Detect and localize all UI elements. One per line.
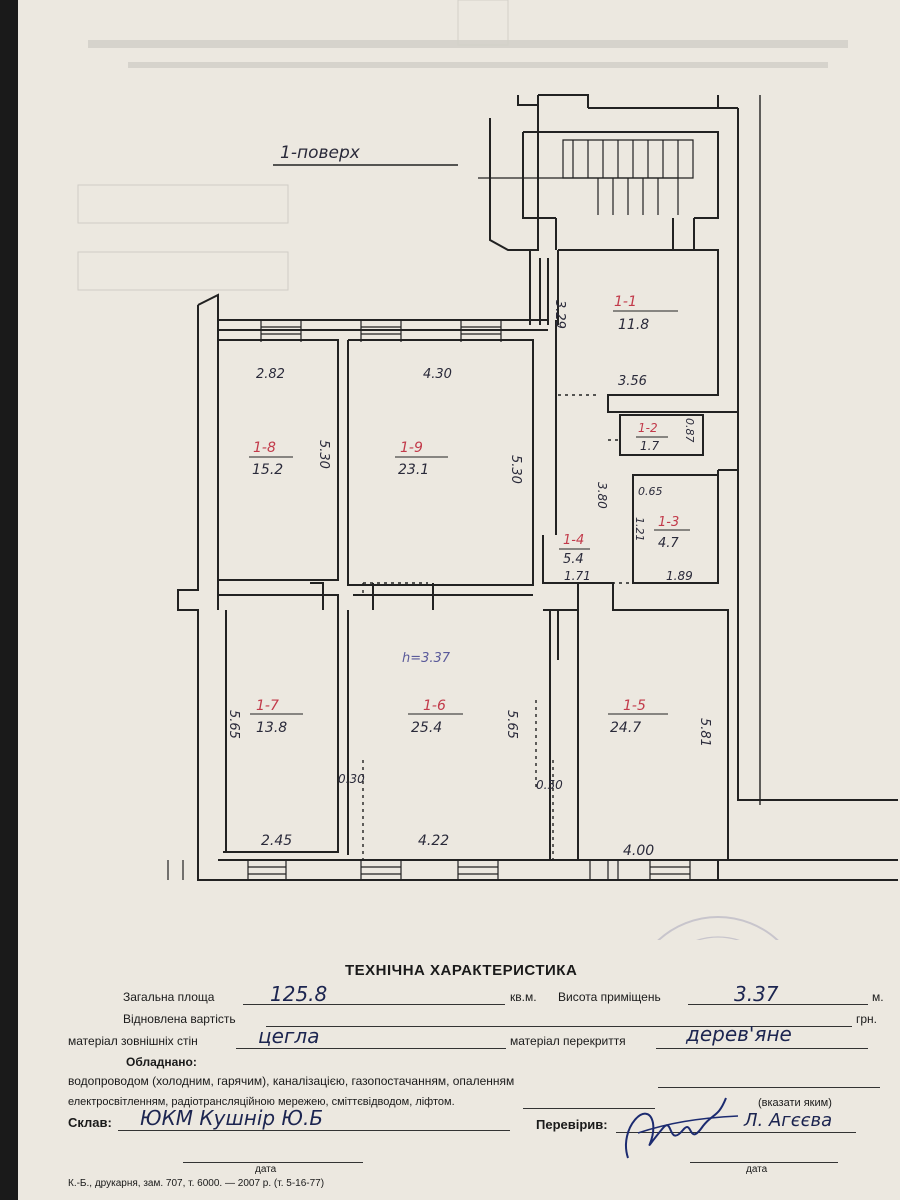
composed-date-label: дата (255, 1164, 277, 1175)
restored-value-line (266, 1026, 852, 1027)
total-area-line (243, 1004, 505, 1005)
stamp-seal (657, 916, 779, 940)
windows (167, 320, 691, 880)
checked-name: Л. Агєєва (744, 1110, 833, 1131)
dim: 4.22 (418, 833, 449, 849)
dim: 2.82 (256, 367, 285, 382)
dim: 0.30 (338, 772, 365, 786)
room-area: 13.8 (256, 720, 287, 736)
dim: 2.45 (261, 833, 292, 849)
checked-date-label: дата (746, 1164, 768, 1175)
dim: 0.50 (536, 778, 563, 792)
room-area: 11.8 (618, 317, 649, 333)
composed-label: Склав: (68, 1115, 112, 1130)
floor-plan: 1-поверх h=3.37 1-1 11.8 1-2 1.7 1-3 4.7… (77, 0, 898, 940)
equipped-line1-fill (658, 1087, 880, 1088)
room-area: 15.2 (252, 462, 283, 478)
total-area-value: 125.8 (270, 982, 328, 1006)
dim: 1.89 (666, 569, 693, 583)
room-id: 1-8 (253, 440, 276, 456)
dim: 3.29 (552, 300, 567, 329)
dim: 4.00 (623, 843, 654, 859)
walls-label: матеріал зовнішніх стін (68, 1034, 198, 1048)
dim: 0.87 (683, 418, 696, 443)
height-label: Висота приміщень (558, 990, 661, 1004)
walls-value: цегла (258, 1024, 320, 1048)
equipped-line2-fill (523, 1108, 655, 1109)
checked-label: Перевірив: (536, 1117, 608, 1132)
room-id: 1-4 (563, 533, 584, 548)
floors-label: матеріал перекриття (510, 1034, 626, 1048)
walls-line (236, 1048, 506, 1049)
specify-note: (вказати яким) (758, 1097, 832, 1109)
room-area: 1.7 (640, 439, 659, 453)
checked-line (616, 1132, 856, 1133)
room-area: 25.4 (411, 720, 442, 736)
room-labels: 1-1 11.8 1-2 1.7 1-3 4.7 1-4 5.4 1-5 24.… (252, 294, 679, 736)
ceiling-height: h=3.37 (402, 651, 451, 666)
room-dividers (249, 310, 690, 715)
dim: 0.65 (638, 485, 663, 498)
dim: 5.30 (316, 440, 331, 469)
dim: 5.81 (697, 718, 712, 747)
room-id: 1-3 (658, 515, 679, 530)
room-id: 1-7 (256, 698, 279, 714)
dim: 5.30 (508, 455, 523, 484)
dim: 1.71 (564, 569, 591, 583)
dim: 3.80 (595, 482, 609, 509)
unit-m: м. (872, 990, 884, 1004)
room-area: 23.1 (398, 462, 429, 478)
total-area-label: Загальна площа (123, 990, 215, 1004)
dim: 4.30 (423, 367, 452, 382)
floors-line (656, 1048, 868, 1049)
printer-footer: К.-Б., друкарня, зам. 707, т. 6000. — 20… (68, 1178, 325, 1189)
document-sheet: 1-поверх h=3.37 1-1 11.8 1-2 1.7 1-3 4.7… (18, 0, 900, 1200)
height-line (688, 1004, 868, 1005)
room-area: 4.7 (658, 536, 679, 551)
unit-uah: грн. (856, 1012, 878, 1026)
room-id: 1-5 (623, 698, 646, 714)
floors-value: дерев'яне (686, 1022, 792, 1046)
dim: 1.21 (633, 517, 646, 542)
room-area: 5.4 (563, 552, 584, 567)
room-id: 1-9 (400, 440, 423, 456)
ghost-print (77, 0, 848, 291)
equipped-line2: електросвітленням, радіотрансляційною ме… (68, 1096, 455, 1108)
room-area: 24.7 (610, 720, 641, 736)
walls (177, 94, 898, 881)
room-id: 1-6 (423, 698, 446, 714)
composed-signature: ЮКМ Кушнір Ю.Б (140, 1106, 324, 1130)
dim: 5.65 (226, 710, 241, 739)
floor-label: 1-поверх (280, 143, 361, 163)
composed-date-line (183, 1162, 363, 1163)
openings (362, 394, 718, 860)
unit-sqm: кв.м. (510, 990, 537, 1004)
equipped-line1: водопроводом (холодним, гарячим), каналі… (68, 1074, 515, 1088)
dimensions: 2.82 4.30 5.30 5.30 3.29 3.56 0.87 0.65 … (226, 300, 712, 859)
checked-date-line (690, 1162, 838, 1163)
room-id: 1-1 (614, 294, 637, 310)
equipped-label: Обладнано: (126, 1055, 197, 1069)
restored-value-label: Відновлена вартість (123, 1012, 236, 1026)
checked-signature-scribble (625, 1097, 739, 1159)
room-id: 1-2 (638, 421, 658, 435)
composed-line (118, 1130, 510, 1131)
dim: 5.65 (504, 710, 519, 739)
form-title: ТЕХНІЧНА ХАРАКТЕРИСТИКА (345, 962, 578, 979)
dim: 3.56 (618, 374, 647, 389)
height-value: 3.37 (734, 982, 779, 1006)
